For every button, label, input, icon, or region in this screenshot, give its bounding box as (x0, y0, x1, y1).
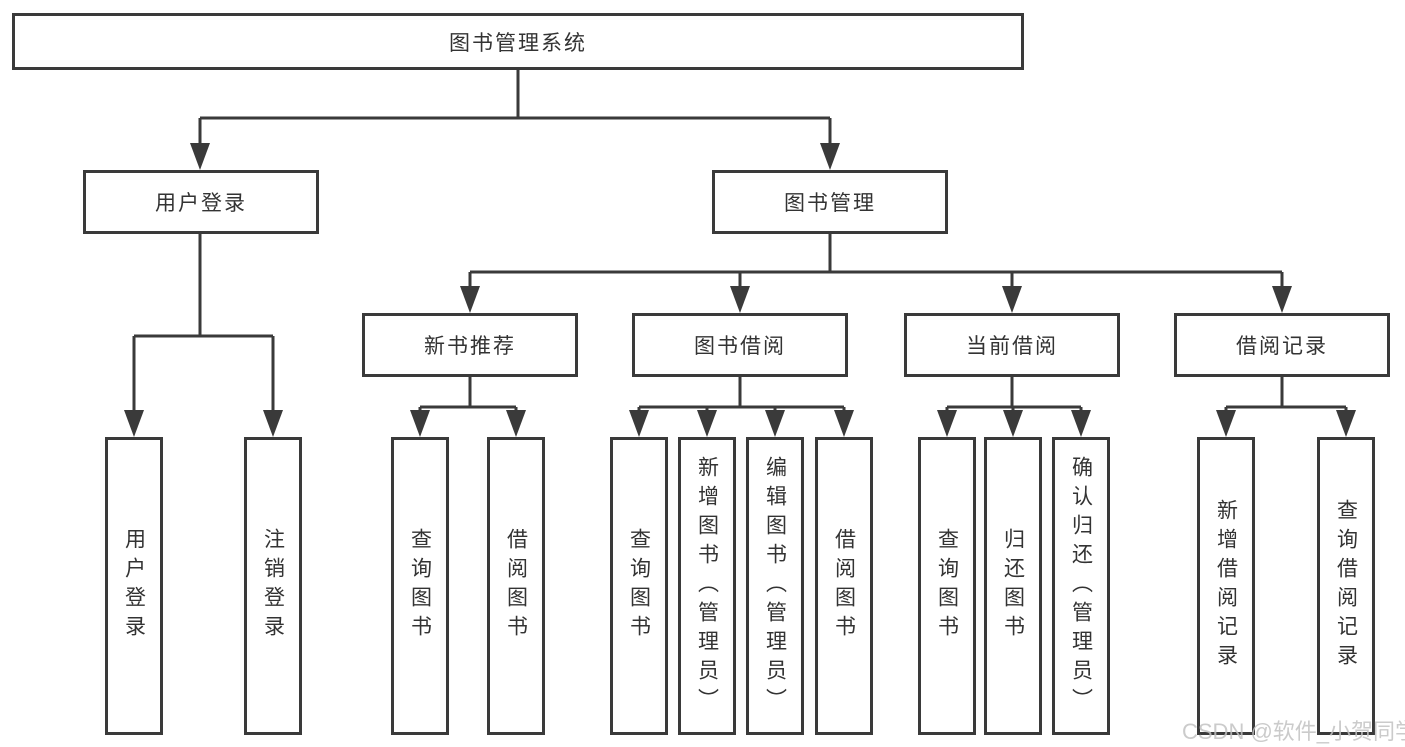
node-label: 用户登录 (155, 192, 247, 215)
node-label: 归还图书 (1001, 528, 1025, 644)
node-leaf-logout: 注销登录 (244, 437, 302, 735)
node-leaf-add-borrow-record: 新增借阅记录 (1197, 437, 1255, 735)
node-book-borrow: 图书借阅 (632, 313, 848, 377)
node-label: 注销登录 (261, 528, 285, 644)
node-borrow-records: 借阅记录 (1174, 313, 1390, 377)
node-leaf-return-books: 归还图书 (984, 437, 1042, 735)
node-leaf-borrow-books-1: 借阅图书 (487, 437, 545, 735)
node-label: 借阅图书 (832, 528, 856, 644)
node-user-login-branch: 用户登录 (83, 170, 319, 234)
node-leaf-confirm-return-admin: 确认归还（管理员） (1052, 437, 1110, 735)
node-root: 图书管理系统 (12, 13, 1024, 70)
node-leaf-query-books-1: 查询图书 (391, 437, 449, 735)
node-label: 借阅图书 (504, 528, 528, 644)
node-leaf-add-books-admin: 新增图书（管理员） (678, 437, 736, 735)
node-leaf-query-borrow-record: 查询借阅记录 (1317, 437, 1375, 735)
node-leaf-user-login: 用户登录 (105, 437, 163, 735)
node-label: 查询图书 (627, 528, 651, 644)
node-label: 当前借阅 (966, 335, 1058, 358)
node-new-book-recommend: 新书推荐 (362, 313, 578, 377)
node-leaf-edit-books-admin: 编辑图书（管理员） (746, 437, 804, 735)
node-leaf-borrow-books-2: 借阅图书 (815, 437, 873, 735)
node-label: 确认归还（管理员） (1069, 455, 1093, 717)
node-label: 新增借阅记录 (1214, 499, 1238, 673)
node-label: 用户登录 (122, 528, 146, 644)
node-leaf-query-books-2: 查询图书 (610, 437, 668, 735)
node-label: 查询借阅记录 (1334, 499, 1358, 673)
node-label: 新书推荐 (424, 335, 516, 358)
node-label: 图书借阅 (694, 335, 786, 358)
node-label: 编辑图书（管理员） (763, 455, 787, 717)
node-label: 图书管理 (784, 192, 876, 215)
csdn-watermark: CSDN @软件_小贺同学 (1182, 719, 1405, 744)
node-label: 图书管理系统 (449, 31, 587, 55)
node-leaf-query-books-3: 查询图书 (918, 437, 976, 735)
node-current-borrow: 当前借阅 (904, 313, 1120, 377)
node-label: 查询图书 (408, 528, 432, 644)
node-label: 借阅记录 (1236, 335, 1328, 358)
node-book-management-branch: 图书管理 (712, 170, 948, 234)
node-label: 新增图书（管理员） (695, 455, 719, 717)
node-label: 查询图书 (935, 528, 959, 644)
